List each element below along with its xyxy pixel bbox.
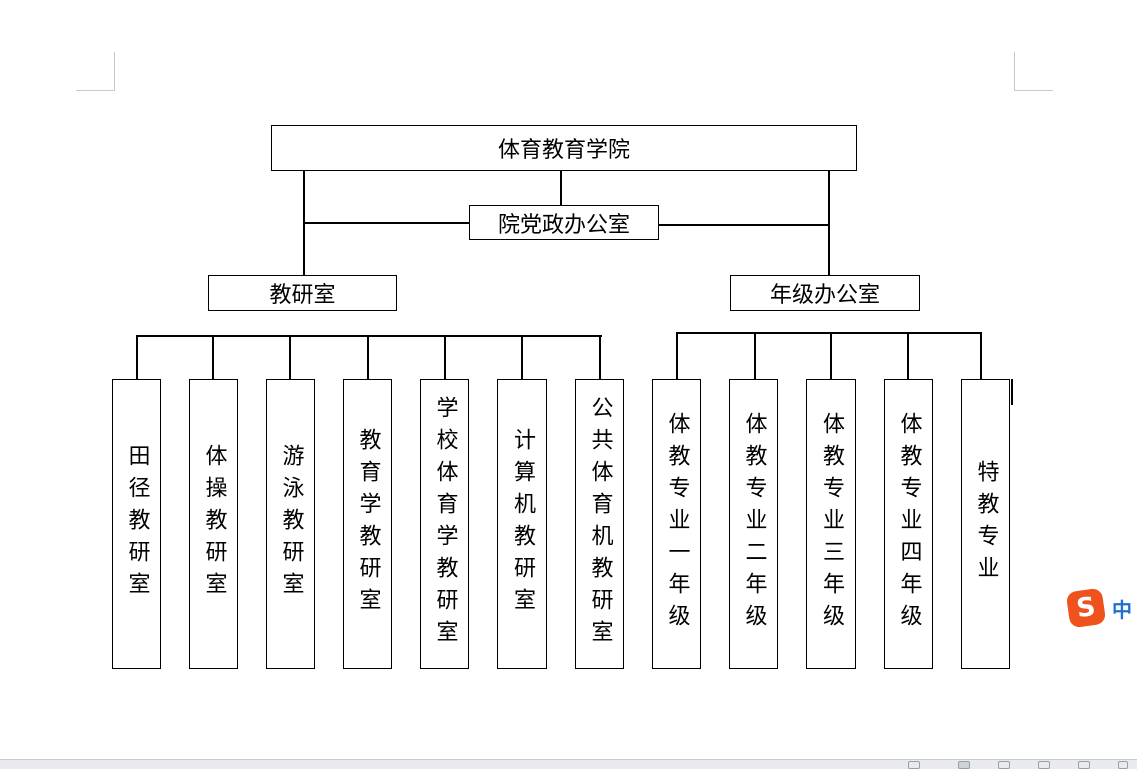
connector-right-drop-1 bbox=[676, 332, 678, 380]
root-node: 体育教育学院 bbox=[271, 125, 857, 171]
leaf-node-label: 特教专业 bbox=[973, 460, 999, 588]
leaf-node: 特教专业 bbox=[961, 379, 1010, 669]
eye-protection-icon[interactable] bbox=[1078, 761, 1090, 769]
leaf-node-label: 计算机教研室 bbox=[510, 428, 535, 620]
leaf-node: 体教专业四年级 bbox=[884, 379, 933, 669]
leaf-node: 游泳教研室 bbox=[266, 379, 315, 669]
leaf-node: 学校体育学教研室 bbox=[420, 379, 469, 669]
text-cursor bbox=[1011, 379, 1013, 405]
page-corner-top-left bbox=[76, 52, 115, 91]
ime-mode-toggle[interactable]: 中 bbox=[1112, 597, 1132, 622]
leaf-node: 公共体育机教研室 bbox=[575, 379, 624, 669]
connector-left-drop-2 bbox=[212, 335, 214, 380]
leaf-node-label: 教育学教研室 bbox=[355, 428, 381, 620]
connector-right-drop-3 bbox=[830, 332, 832, 380]
leaf-node-label: 体教专业四年级 bbox=[896, 412, 922, 636]
leaf-node: 体教专业三年级 bbox=[806, 379, 856, 669]
leaf-node-label: 游泳教研室 bbox=[278, 444, 304, 604]
branch-node-label: 教研室 bbox=[269, 283, 336, 308]
page-corner-top-right bbox=[1014, 52, 1053, 91]
connector-right-drop-5 bbox=[980, 332, 982, 380]
leaf-node-label: 田径教研室 bbox=[124, 444, 150, 604]
leaf-node: 教育学教研室 bbox=[343, 379, 392, 669]
notification-icon[interactable] bbox=[1118, 761, 1128, 769]
branch-node-grade-office: 年级办公室 bbox=[730, 275, 920, 311]
office-node-label: 院党政办公室 bbox=[497, 212, 630, 238]
connector-root-right bbox=[828, 170, 830, 276]
leaf-node: 体教专业二年级 bbox=[729, 379, 778, 669]
connector-left-drop-6 bbox=[521, 335, 523, 380]
web-layout-view-icon[interactable] bbox=[998, 761, 1010, 769]
connector-left-drop-3 bbox=[289, 335, 291, 380]
connector-right-bus bbox=[676, 332, 982, 334]
leaf-node: 田径教研室 bbox=[112, 379, 161, 669]
branch-node-label: 年级办公室 bbox=[769, 283, 880, 308]
connector-left-drop-5 bbox=[444, 335, 446, 380]
connector-office-left bbox=[303, 222, 470, 224]
sogou-logo-icon[interactable]: S bbox=[1065, 587, 1107, 629]
ime-toolbar[interactable]: S 中 bbox=[1065, 587, 1137, 629]
root-node-label: 体育教育学院 bbox=[497, 138, 630, 163]
leaf-node-label: 学校体育学教研室 bbox=[432, 396, 458, 652]
reading-mode-icon[interactable] bbox=[1038, 761, 1050, 769]
leaf-node-label: 体操教研室 bbox=[201, 444, 227, 604]
print-layout-view-icon[interactable] bbox=[958, 761, 970, 769]
connector-left-bus bbox=[136, 335, 602, 337]
status-bar bbox=[0, 759, 1137, 769]
leaf-node-label: 体教专业二年级 bbox=[741, 412, 767, 636]
leaf-node-label: 体教专业一年级 bbox=[664, 412, 690, 636]
connector-right-drop-4 bbox=[907, 332, 909, 380]
leaf-node-label: 公共体育机教研室 bbox=[587, 396, 613, 652]
leaf-node: 计算机教研室 bbox=[497, 379, 547, 669]
zoom-icon[interactable] bbox=[908, 761, 920, 769]
connector-left-drop-1 bbox=[136, 335, 138, 380]
connector-right-drop-2 bbox=[754, 332, 756, 380]
leaf-node: 体操教研室 bbox=[189, 379, 238, 669]
connector-left-drop-4 bbox=[367, 335, 369, 380]
connector-left-drop-7 bbox=[599, 337, 601, 380]
connector-root-office bbox=[560, 170, 562, 206]
office-node: 院党政办公室 bbox=[469, 205, 659, 240]
branch-node-teaching: 教研室 bbox=[208, 275, 397, 311]
leaf-node-label: 体教专业三年级 bbox=[819, 412, 844, 636]
leaf-node: 体教专业一年级 bbox=[652, 379, 701, 669]
connector-office-right bbox=[657, 224, 830, 226]
